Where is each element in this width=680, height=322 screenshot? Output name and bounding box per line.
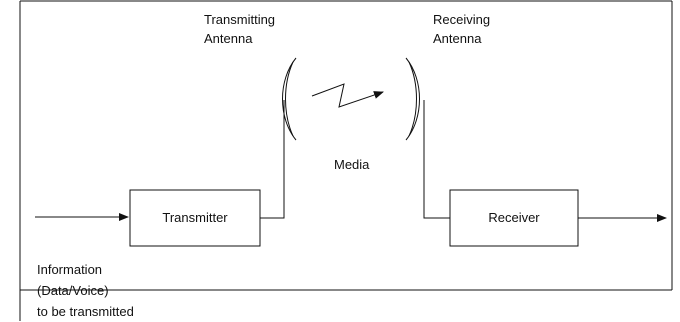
receiver-label: Receiver <box>488 210 540 225</box>
information-label-line1: Information <box>37 262 102 277</box>
transmitting-antenna-inner-arc <box>285 61 294 137</box>
receiving-antenna-label-line1: Receiving <box>433 12 490 27</box>
wireless-signal-icon <box>311 83 384 108</box>
transmitter-label: Transmitter <box>162 210 228 225</box>
information-label-line3: to be transmitted <box>37 304 134 319</box>
receiving-antenna-inner-arc <box>408 61 417 137</box>
transmitter-antenna-connector <box>260 100 285 219</box>
antenna-receiver-connector <box>423 100 450 219</box>
transmitting-antenna-label-line1: Transmitting <box>204 12 275 27</box>
receiving-antenna-icon <box>405 57 420 141</box>
media-label: Media <box>334 157 370 172</box>
information-label-line2: (Data/Voice) <box>37 283 109 298</box>
transmitting-antenna-icon <box>282 57 297 141</box>
receiving-antenna-label-line2: Antenna <box>433 31 482 46</box>
transmitting-antenna-label-line2: Antenna <box>204 31 253 46</box>
